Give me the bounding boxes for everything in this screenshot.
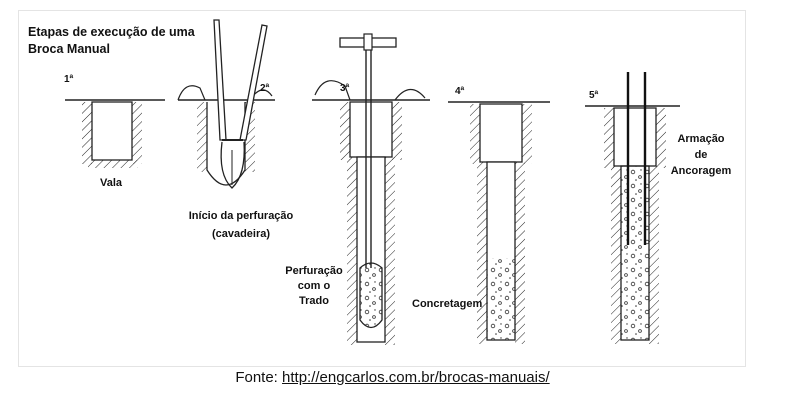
step2-number: 2ª [260,83,270,94]
step2-label: Início da perfuração (cavadeira) [182,210,300,241]
step3-label: Perfuração com o Trado [284,265,344,308]
step5-armacao-drawing [585,72,680,344]
step5-label: Armação de Ancoragem [666,133,736,178]
title-line1: Etapas de execução de uma [28,25,195,39]
step5-number: 5ª [589,90,599,101]
title-line2: Broca Manual [28,42,110,56]
step5-label-line1: Armação [677,133,725,145]
source-link[interactable]: http://engcarlos.com.br/brocas-manuais/ [282,369,550,386]
step3-label-line1: Perfuração [285,265,343,277]
step4-label: Concretagem [412,298,483,310]
step5-label-line3: Ancoragem [670,165,732,177]
step3-label-line2: com o [297,280,331,292]
step4-number: 4ª [455,86,465,97]
step1-number: 1ª [64,74,74,85]
figure-title: Etapas de execução de uma Broca Manual [28,24,195,58]
step5-label-line2: de [694,149,708,161]
step2-cavadeira-drawing [177,19,275,189]
step3-label-line3: Trado [299,295,329,307]
step3-number: 3ª [340,83,350,94]
step4-concretagem-drawing [448,101,550,344]
source-caption: Fonte: http://engcarlos.com.br/brocas-ma… [0,369,785,386]
step1-label: Vala [100,177,123,189]
step2-label-line2: (cavadeira) [211,228,271,240]
step1-vala-drawing [65,99,165,168]
step2-label-line1: Início da perfuração [188,210,294,222]
step3-trado-drawing [312,33,430,345]
source-prefix: Fonte: [235,369,283,386]
